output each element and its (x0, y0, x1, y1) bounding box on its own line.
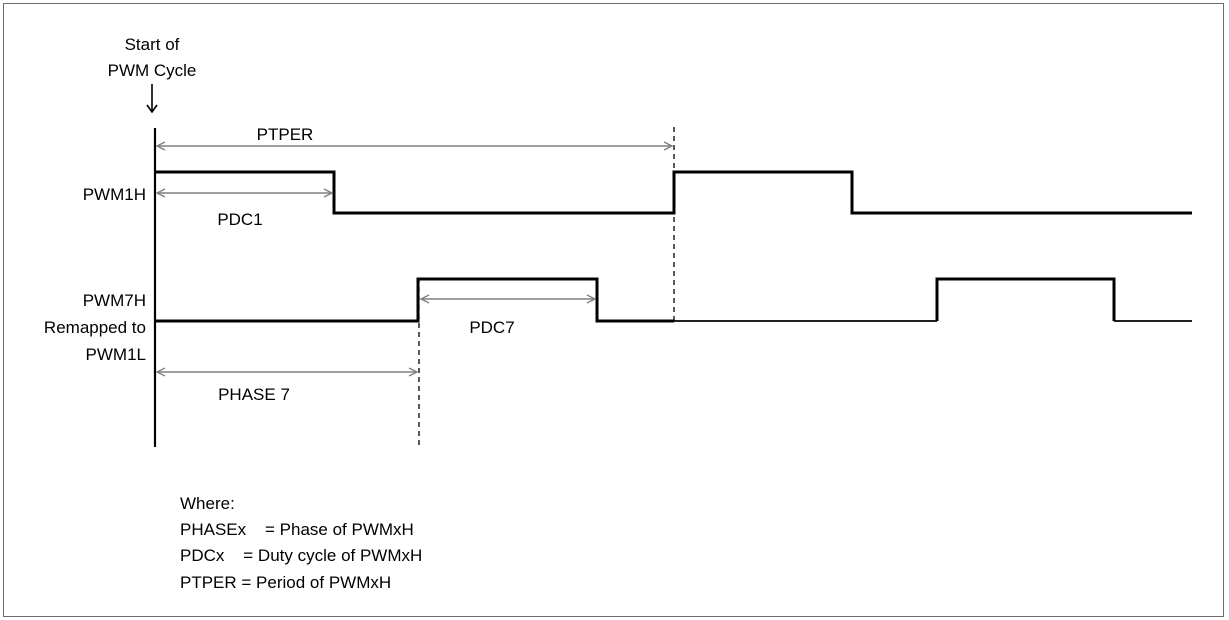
start-label-line2: PWM Cycle (108, 61, 197, 80)
pdc1-label: PDC1 (217, 210, 262, 229)
legend-line3: PTPER = Period of PWMxH (180, 573, 391, 592)
pwm7h-label-line3: PWM1L (86, 345, 146, 364)
pwm7h-label-line2: Remapped to (44, 318, 146, 337)
diagram-frame (3, 3, 1224, 617)
ptper-label: PTPER (257, 125, 314, 144)
phase7-label: PHASE 7 (218, 385, 290, 404)
legend-line1: PHASEx = Phase of PWMxH (180, 520, 414, 539)
pdc7-label: PDC7 (469, 318, 514, 337)
pwm1h-label: PWM1H (83, 185, 146, 204)
pwm7h-label-line1: PWM7H (83, 291, 146, 310)
start-label-line1: Start of (125, 35, 180, 54)
pwm7h-waveform-cycle1 (155, 277, 674, 323)
legend-heading: Where: (180, 494, 235, 513)
pwm7h-waveform-cycle2-pulse (935, 277, 1116, 321)
pwm1h-waveform (155, 170, 1192, 215)
legend-line2: PDCx = Duty cycle of PWMxH (180, 546, 422, 565)
